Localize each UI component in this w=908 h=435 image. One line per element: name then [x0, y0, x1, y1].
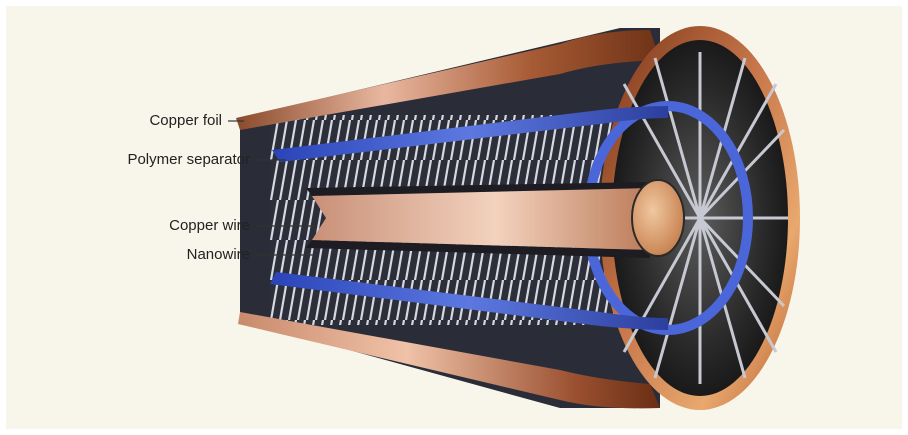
copper-wire: [312, 188, 680, 250]
label-copper-foil: Copper foil: [110, 112, 222, 129]
label-polymer-separator: Polymer separator: [90, 151, 250, 168]
label-copper-wire: Copper wire: [130, 217, 250, 234]
copper-wire-end: [632, 180, 684, 256]
label-nanowire: Nanowire: [140, 246, 250, 263]
